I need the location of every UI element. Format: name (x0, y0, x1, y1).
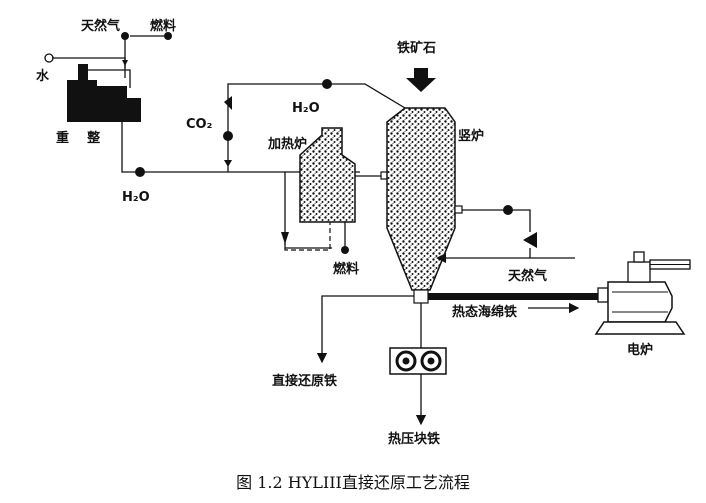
shaft-bottom-outlet (413, 289, 429, 304)
gas-loop-lines (121, 83, 406, 249)
reformer-label: 重 整 (56, 130, 101, 146)
iron-ore-label: 铁矿石 (396, 40, 436, 56)
heater-label: 加热炉 (267, 136, 307, 152)
figure-caption: 图 1.2 HYLIII直接还原工艺流程 (236, 473, 470, 492)
shaft-side-nozzle (454, 205, 463, 214)
natural-gas-node-icon (121, 32, 129, 40)
hot-sponge-iron-label: 热态海绵铁 (452, 304, 517, 320)
natural-gas-recycle-lines (438, 209, 575, 259)
fuel-node-icon (164, 32, 172, 40)
electric-furnace-label: 电炉 (627, 342, 653, 358)
hot-briquetting-press (389, 347, 447, 375)
natural-gas-label-right: 天然气 (508, 268, 547, 284)
co2-valve-icon (223, 131, 233, 141)
dri-label: 直接还原铁 (272, 373, 337, 389)
fuel-label-heater: 燃料 (333, 261, 359, 277)
co2-label: CO₂ (186, 117, 212, 132)
dri-discharge-line (316, 295, 414, 364)
heater-furnace (299, 127, 356, 223)
h2o-dashed-arrow-icon (281, 232, 289, 244)
water-label: 水 (36, 68, 50, 84)
natural-gas-label-top: 天然气 (81, 18, 120, 34)
recycle-compressor-icon (523, 232, 537, 248)
water-inlet-valve-icon (44, 53, 54, 63)
hbi-label: 热压块铁 (388, 431, 440, 447)
reformer-inlet-lines (52, 35, 168, 88)
electric-arc-furnace (594, 251, 691, 335)
shaft-furnace-label: 竖炉 (458, 128, 484, 144)
down-flow-arrow-icon (224, 160, 232, 167)
h2o-separator-icon (135, 167, 145, 177)
hot-sponge-iron-conveyor (428, 293, 600, 300)
top-gas-valve-icon (322, 79, 332, 89)
co2-compressor-icon (224, 96, 232, 110)
shaft-furnace (386, 107, 456, 291)
gas-flow-arrow-icon (122, 60, 128, 66)
h2o-label-bottom: H₂O (122, 190, 150, 205)
h2o-label-heater: H₂O (292, 101, 320, 116)
iron-ore-arrow-icon (406, 68, 436, 92)
gas-inlet-arrow-icon (436, 253, 446, 263)
reformer-unit (67, 64, 141, 122)
heater-fuel-node-icon (341, 246, 349, 254)
recycle-valve-icon (503, 205, 513, 215)
fuel-label-top: 燃料 (150, 18, 176, 34)
